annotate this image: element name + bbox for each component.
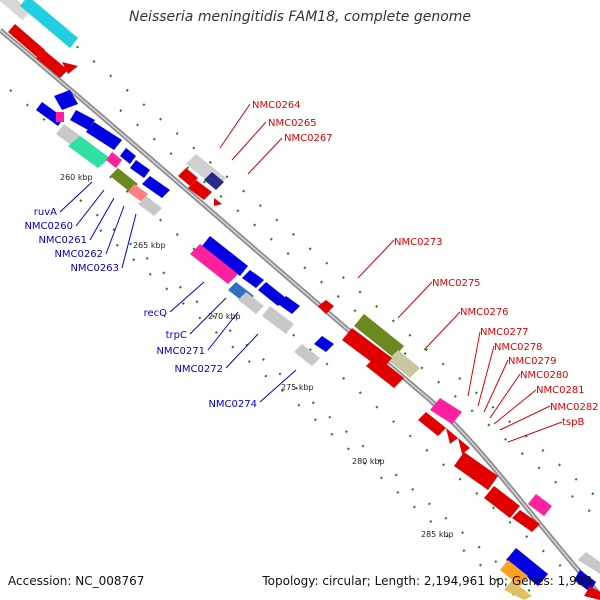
gene-cluster-forward-2[interactable] — [318, 300, 552, 532]
scale-label: 265 kbp — [133, 241, 166, 250]
gene-feature[interactable] — [578, 552, 600, 574]
scale-label: 260 kbp — [60, 173, 93, 182]
gene-feature[interactable] — [314, 336, 334, 352]
gene-label[interactable]: NMC0273 — [394, 237, 443, 248]
gene-feature[interactable] — [584, 586, 600, 600]
gene-feature[interactable] — [418, 412, 446, 436]
gene-feature[interactable] — [142, 176, 170, 198]
gene-cluster-forward-1[interactable] — [178, 154, 226, 206]
gene-label[interactable]: NMC0261 — [38, 235, 87, 246]
gene-feature[interactable] — [446, 428, 458, 444]
gene-label[interactable]: recQ — [144, 308, 168, 319]
gene-label[interactable]: NMC0281 — [536, 385, 585, 396]
gene-feature[interactable] — [0, 0, 31, 21]
gene-feature[interactable] — [484, 486, 520, 518]
gene-feature[interactable] — [138, 196, 162, 216]
gene-label[interactable]: ruvA — [34, 207, 57, 218]
gene-feature[interactable] — [318, 300, 334, 314]
gene-feature[interactable] — [512, 510, 540, 532]
gene-feature[interactable] — [190, 244, 238, 284]
scale-label: 280 kbp — [352, 457, 385, 466]
map-title: Neisseria meningitidis FAM18, complete g… — [129, 9, 471, 25]
track-dotted-lines — [9, 31, 600, 600]
gene-label[interactable]: NMC0274 — [208, 399, 257, 410]
gene-feature[interactable] — [258, 282, 286, 306]
gene-feature[interactable] — [204, 172, 224, 190]
gene-label[interactable]: NMC0278 — [494, 342, 543, 353]
gene-feature[interactable] — [188, 180, 212, 200]
gene-label[interactable]: tspB — [562, 417, 584, 428]
gene-feature[interactable] — [106, 152, 122, 168]
gene-label[interactable]: NMC0279 — [508, 356, 557, 367]
scale-label: 275 kbp — [281, 383, 314, 392]
gene-label[interactable]: NMC0277 — [480, 327, 529, 338]
topology-label: Topology: circular; Length: 2,194,961 bp… — [261, 574, 592, 588]
gene-feature[interactable] — [366, 356, 404, 388]
gene-label[interactable]: NMC0275 — [432, 278, 481, 289]
forward-gene-labels: NMC0264 NMC0265 NMC0267 NMC0273 NMC0275 … — [252, 100, 599, 428]
gene-feature[interactable] — [504, 580, 532, 600]
gene-feature[interactable] — [388, 350, 420, 378]
gene-feature[interactable] — [454, 452, 498, 490]
forward-leader-lines — [219, 103, 563, 443]
gene-label[interactable]: NMC0280 — [520, 370, 569, 381]
gene-feature[interactable] — [506, 548, 548, 586]
gene-label[interactable]: NMC0271 — [156, 346, 205, 357]
gene-cluster-reverse-2[interactable] — [190, 236, 334, 366]
gene-feature[interactable] — [86, 122, 122, 150]
gene-feature[interactable] — [238, 292, 264, 314]
gene-feature[interactable] — [430, 398, 462, 424]
scale-label: 270 kbp — [208, 312, 241, 321]
gene-feature[interactable] — [20, 0, 78, 48]
scale-labels: 260 kbp 265 kbp 270 kbp 275 kbp 280 kbp … — [60, 173, 454, 539]
gene-feature[interactable] — [70, 110, 95, 130]
gene-group-top-left[interactable] — [0, 0, 78, 78]
gene-feature[interactable] — [354, 314, 404, 358]
gene-feature[interactable] — [128, 184, 148, 202]
gene-feature[interactable] — [294, 344, 320, 366]
scale-label: 285 kbp — [421, 530, 454, 539]
gene-feature[interactable] — [214, 198, 222, 206]
gene-feature[interactable] — [130, 160, 150, 178]
gene-feature[interactable] — [8, 24, 45, 58]
gene-label[interactable]: trpC — [166, 330, 187, 341]
gene-feature[interactable] — [62, 62, 78, 74]
gene-feature[interactable] — [178, 168, 198, 186]
gene-label[interactable]: NMC0276 — [460, 307, 509, 318]
gene-feature[interactable] — [458, 438, 470, 454]
reverse-gene-labels: ruvA NMC0260 NMC0261 NMC0262 NMC0263 rec… — [24, 207, 257, 410]
gene-feature[interactable] — [36, 50, 68, 78]
gene-feature[interactable] — [528, 494, 552, 516]
reverse-leader-lines — [59, 181, 297, 403]
accession-label: Accession: NC_008767 — [8, 574, 144, 588]
gene-feature[interactable] — [278, 296, 300, 314]
gene-feature[interactable] — [242, 270, 264, 288]
gene-cluster-reverse-1[interactable] — [36, 90, 170, 216]
gene-feature[interactable] — [54, 90, 78, 110]
gene-feature[interactable] — [68, 136, 110, 168]
gene-label[interactable]: NMC0265 — [268, 118, 317, 129]
gene-label[interactable]: NMC0260 — [24, 221, 73, 232]
gene-group-bottom-right[interactable] — [500, 548, 600, 600]
genome-backbone — [0, 28, 600, 597]
gene-label[interactable]: NMC0282 — [550, 402, 599, 413]
gene-feature[interactable] — [56, 112, 64, 122]
gene-feature[interactable] — [500, 560, 528, 586]
gene-label[interactable]: NMC0264 — [252, 100, 301, 111]
gene-label[interactable]: NMC0267 — [284, 133, 333, 144]
gene-feature[interactable] — [110, 168, 138, 192]
gene-feature[interactable] — [120, 148, 136, 164]
gene-label[interactable]: NMC0272 — [174, 364, 223, 375]
gene-feature[interactable] — [202, 236, 248, 276]
gene-label[interactable]: NMC0262 — [54, 249, 103, 260]
gene-feature[interactable] — [262, 306, 294, 334]
gene-label[interactable]: NMC0263 — [70, 263, 119, 274]
